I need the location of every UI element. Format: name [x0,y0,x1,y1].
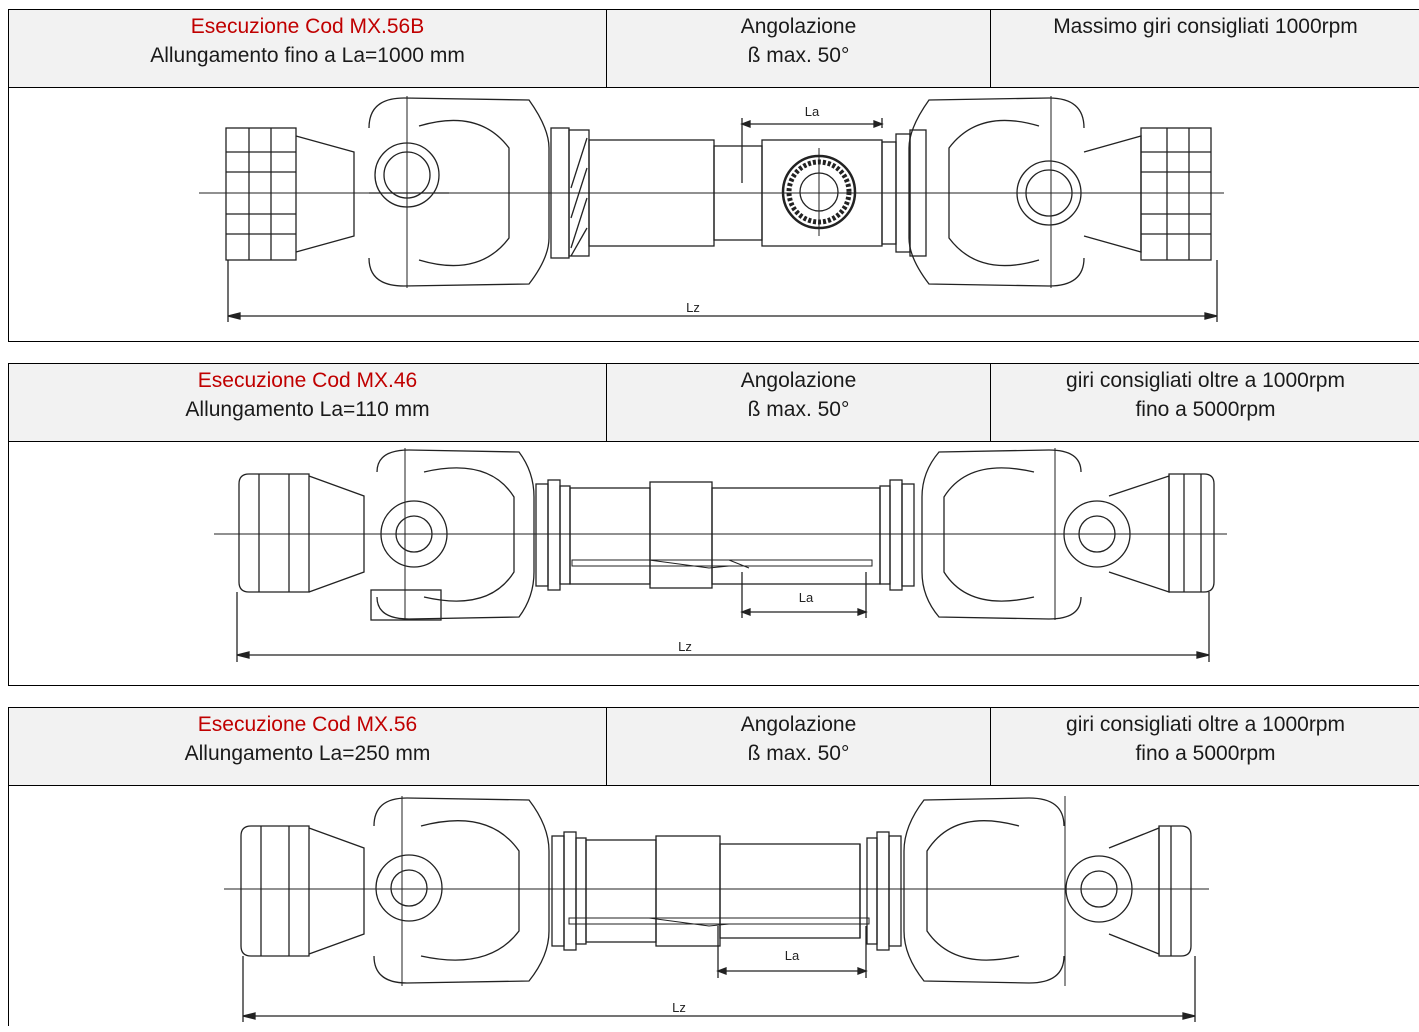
lz-label: Lz [672,1000,686,1015]
tube [569,481,881,589]
la-label: La [805,104,820,119]
rpm-line-2: fino a 5000rpm [1135,398,1276,421]
spec-table-mx46: Esecuzione Cod MX.46 Allungamento La=110… [8,363,1419,686]
right-universal-joint [921,448,1131,620]
rpm-cell: Massimo giri consigliati 1000rpm [990,9,1419,88]
rpm-cell: giri consigliati oltre a 1000rpm fino a … [990,707,1419,786]
angle-cell: Angolazione ß max. 50° [606,9,991,88]
driveshaft-drawing-mx56: La [224,796,1209,1022]
extension-text: Allungamento La=110 mm [185,398,430,421]
angle-value: ß max. 50° [747,398,850,421]
la-dimension: La [740,104,884,183]
spline-section [781,148,857,236]
left-collar [551,831,587,951]
extension-text: Allungamento fino a La=1000 mm [150,44,465,67]
right-flange [1108,825,1192,957]
right-collar [881,129,927,257]
code-cell: Esecuzione Cod MX.56B Allungamento fino … [8,9,607,88]
rpm-line-1: giri consigliati oltre a 1000rpm [1066,713,1345,736]
driveshaft-drawing-mx56b: La [199,96,1224,322]
product-code: Esecuzione Cod MX.56 [197,713,418,736]
la-label: La [799,590,814,605]
tube [568,835,870,947]
code-cell: Esecuzione Cod MX.46 Allungamento La=110… [8,363,607,442]
left-universal-joint [370,448,535,621]
angle-value: ß max. 50° [747,742,850,765]
product-code: Esecuzione Cod MX.56B [190,15,425,38]
right-universal-joint [908,96,1085,288]
product-code: Esecuzione Cod MX.46 [197,369,418,392]
spec-table-mx56: Esecuzione Cod MX.56 Allungamento La=250… [8,707,1419,1026]
angle-title: Angolazione [740,15,857,38]
rpm-line-2: fino a 5000rpm [1135,742,1276,765]
angle-value: ß max. 50° [747,44,850,67]
spec-table-mx56b: Esecuzione Cod MX.56B Allungamento fino … [8,9,1419,342]
drawing-cell: La [8,87,1419,342]
right-flange [1108,473,1215,593]
drawing-cell: La [8,785,1419,1026]
lz-dimension: Lz [227,260,1218,322]
lz-label: Lz [678,639,692,654]
left-flange [240,825,365,957]
angle-title: Angolazione [740,369,857,392]
right-flange [1083,127,1212,261]
driveshaft-drawing-mx46: La [214,448,1227,662]
rpm-line-1: giri consigliati oltre a 1000rpm [1066,369,1345,392]
la-dimension: La [716,926,868,978]
la-dimension: La [740,572,868,618]
left-flange [238,473,365,593]
right-collar [879,479,915,591]
angle-cell: Angolazione ß max. 50° [606,363,991,442]
lz-dimension: Lz [236,592,1210,662]
la-label: La [785,948,800,963]
rpm-cell: giri consigliati oltre a 1000rpm fino a … [990,363,1419,442]
drawing-cell: La [8,441,1419,686]
lz-label: Lz [686,300,700,315]
left-universal-joint [373,796,550,986]
left-universal-joint [368,96,550,288]
code-cell: Esecuzione Cod MX.56 Allungamento La=250… [8,707,607,786]
angle-cell: Angolazione ß max. 50° [606,707,991,786]
angle-title: Angolazione [740,713,857,736]
right-universal-joint [903,796,1133,986]
right-collar [866,831,902,951]
left-collar [535,479,571,591]
left-flange [225,127,355,261]
rpm-line-1: Massimo giri consigliati 1000rpm [1053,15,1358,38]
lz-dimension: Lz [242,956,1196,1022]
extension-text: Allungamento La=250 mm [184,742,431,765]
